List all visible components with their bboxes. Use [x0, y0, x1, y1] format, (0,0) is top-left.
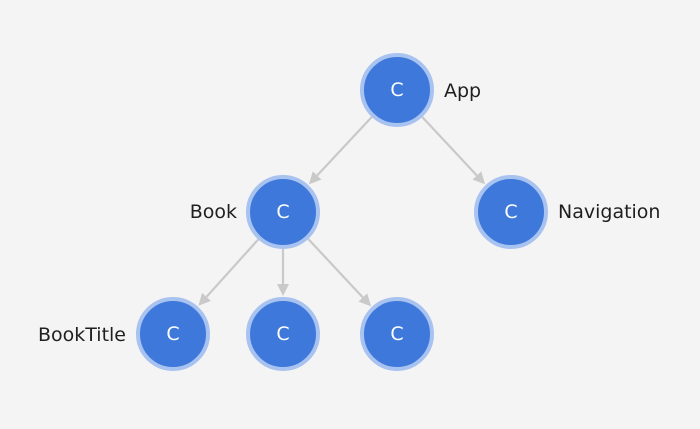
- node-app-label: App: [444, 80, 481, 102]
- edge-app-book-arrowhead: [308, 171, 322, 185]
- node-child3-letter: C: [390, 323, 403, 345]
- node-navigation-label: Navigation: [558, 201, 660, 223]
- node-book-letter: C: [276, 201, 289, 223]
- node-child2-circle[interactable]: [246, 297, 320, 371]
- node-app-circle[interactable]: [360, 53, 434, 127]
- node-child3[interactable]: C: [360, 297, 434, 371]
- node-child2-letter: C: [276, 323, 289, 345]
- node-booktitle[interactable]: C BookTitle: [38, 297, 210, 371]
- edge-book-child3-arrowhead: [358, 293, 372, 307]
- node-book[interactable]: C Book: [190, 175, 320, 249]
- edge-book-booktitle: [205, 238, 260, 298]
- node-app-letter: C: [390, 79, 403, 101]
- node-book-circle[interactable]: [246, 175, 320, 249]
- edge-app-navigation-arrowhead: [472, 171, 486, 185]
- edge-book-child3: [307, 238, 364, 299]
- edge-app-navigation: [421, 116, 478, 177]
- node-booktitle-circle[interactable]: [136, 297, 210, 371]
- node-booktitle-letter: C: [166, 323, 179, 345]
- node-book-label: Book: [190, 201, 237, 223]
- edges-group: [198, 116, 486, 307]
- edge-app-book: [316, 116, 373, 177]
- node-navigation-circle[interactable]: [474, 175, 548, 249]
- node-app[interactable]: C App: [360, 53, 481, 127]
- node-navigation-letter: C: [504, 201, 517, 223]
- edge-book-booktitle-arrowhead: [198, 292, 211, 306]
- node-navigation[interactable]: C Navigation: [474, 175, 660, 249]
- node-child3-circle[interactable]: [360, 297, 434, 371]
- node-child2[interactable]: C: [246, 297, 320, 371]
- edge-book-child2-arrowhead: [277, 284, 289, 296]
- node-booktitle-label: BookTitle: [38, 324, 126, 346]
